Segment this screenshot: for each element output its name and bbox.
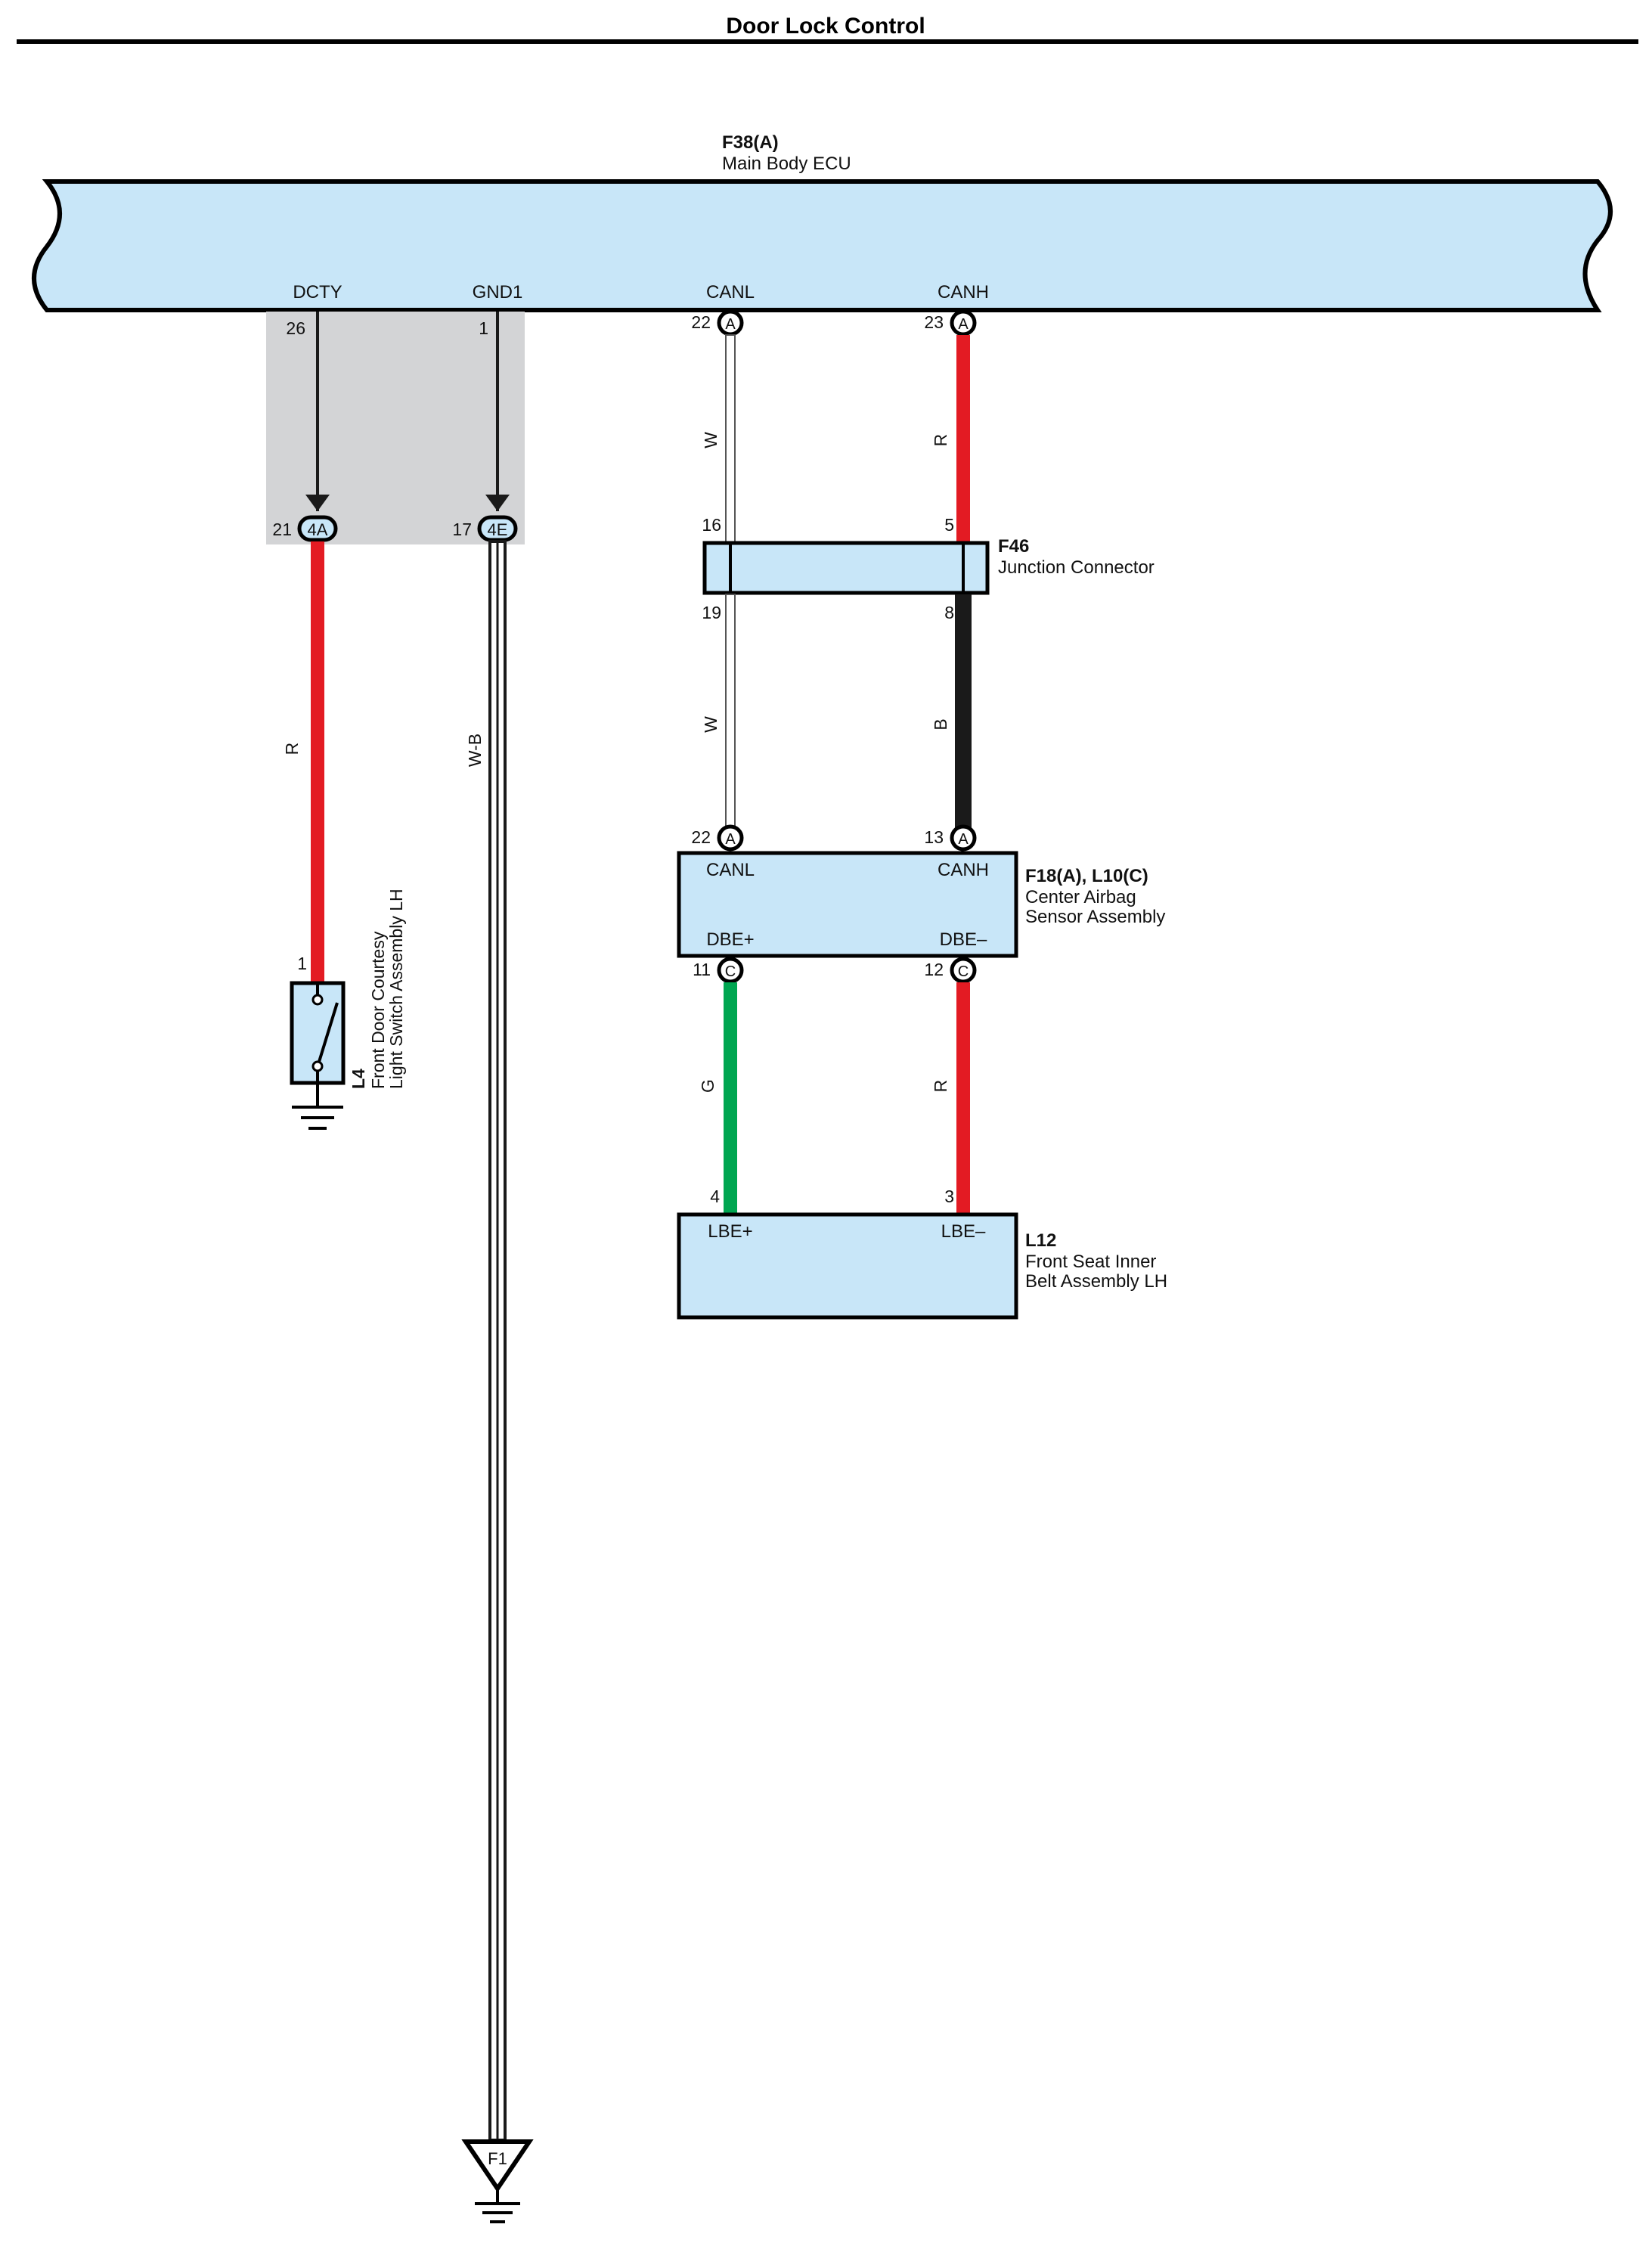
belt-name-line2: Belt Assembly LH bbox=[1025, 1271, 1167, 1292]
wire-dcty-red bbox=[311, 541, 324, 983]
airbag-label-dbe-plus: DBE+ bbox=[706, 929, 754, 950]
ecu-name: Main Body ECU bbox=[722, 154, 851, 174]
gnd1-pin-num: 1 bbox=[479, 318, 488, 338]
dcty-pin-num: 26 bbox=[286, 318, 305, 338]
junction-name: Junction Connector bbox=[998, 557, 1155, 578]
airbag-dbe-minus-conn: C bbox=[958, 963, 969, 980]
ground-point-label: F1 bbox=[488, 2149, 507, 2168]
diagram-title: Door Lock Control bbox=[726, 14, 925, 39]
airbag-dbe-minus-terminal: 12 C bbox=[924, 957, 977, 984]
airbag-canh-pin-num: 13 bbox=[924, 827, 944, 847]
airbag-canl-conn: A bbox=[725, 831, 736, 848]
canl-ecu-conn: A bbox=[725, 316, 736, 333]
center-airbag-sensor: CANL CANH DBE+ DBE– F18(A), L10(C) Cente… bbox=[677, 851, 1165, 958]
canh-ecu-conn: A bbox=[958, 316, 969, 333]
wire-gnd-color: W-B bbox=[465, 734, 485, 767]
wire-canh-upper bbox=[956, 335, 970, 542]
door-courtesy-switch: 1 L4 Front Door Courtesy Light Switch As… bbox=[290, 889, 406, 1130]
wire-dbe-plus-color: G bbox=[698, 1079, 718, 1093]
wire-canl-lower bbox=[725, 594, 736, 830]
junction-pin-19: 19 bbox=[702, 603, 721, 622]
airbag-label-canl: CANL bbox=[706, 860, 755, 880]
wire-gnd-wb bbox=[488, 540, 507, 2142]
gnd1-arrow-head bbox=[485, 495, 510, 511]
airbag-canl-pin-num: 22 bbox=[691, 827, 711, 847]
airbag-canh-conn: A bbox=[958, 831, 969, 848]
belt-pin-3: 3 bbox=[944, 1187, 954, 1206]
ecu-pin-dcty: DCTY bbox=[293, 282, 342, 302]
shield-area bbox=[266, 312, 525, 544]
inline-connector-4e: 4E 17 bbox=[452, 515, 518, 542]
inline-connector-4a: 4A 21 bbox=[272, 515, 338, 542]
wire-canh-upper-color: R bbox=[931, 434, 950, 447]
airbag-label-canh: CANH bbox=[938, 860, 989, 880]
airbag-dbe-minus-pin-num: 12 bbox=[924, 960, 944, 979]
ecu-pin-canh: CANH bbox=[938, 282, 989, 302]
wire-dbe-minus bbox=[956, 982, 970, 1215]
switch-code: L4 bbox=[349, 1069, 368, 1089]
dcty-arrow-head bbox=[305, 495, 330, 511]
ground-point-f1: F1 bbox=[461, 2139, 534, 2223]
connector-4a-pin: 21 bbox=[272, 520, 292, 539]
wire-canl-upper bbox=[725, 334, 736, 543]
wire-dcty-color: R bbox=[282, 743, 302, 755]
airbag-dbe-plus-terminal: 11 C bbox=[693, 957, 744, 984]
belt-label-lbe-minus: LBE– bbox=[941, 1221, 986, 1242]
ecu-canh-terminal: 23 A bbox=[924, 309, 977, 337]
belt-label-lbe-plus: LBE+ bbox=[708, 1221, 752, 1242]
junction-pin-16: 16 bbox=[702, 515, 721, 535]
ecu-body bbox=[32, 179, 1613, 312]
airbag-dbe-plus-pin-num: 11 bbox=[693, 960, 711, 979]
switch-name-line2: Light Switch Assembly LH bbox=[386, 889, 406, 1089]
belt-name-line1: Front Seat Inner bbox=[1025, 1252, 1156, 1272]
ecu-pin-gnd1: GND1 bbox=[473, 282, 523, 302]
seat-belt-assembly: 4 3 LBE+ LBE– L12 Front Seat Inner Belt … bbox=[677, 1187, 1167, 1320]
wire-dbe-minus-color: R bbox=[931, 1080, 950, 1093]
junction-code: F46 bbox=[998, 536, 1029, 557]
airbag-dbe-plus-conn: C bbox=[725, 963, 736, 980]
belt-pin-4: 4 bbox=[710, 1187, 720, 1206]
wire-canh-lower-color: B bbox=[931, 718, 950, 730]
switch-name-line1: Front Door Courtesy bbox=[368, 931, 388, 1089]
wire-canl-upper-color: W bbox=[701, 432, 721, 448]
wire-canl-lower-color: W bbox=[701, 716, 721, 733]
ecu-code: F38(A) bbox=[722, 132, 779, 153]
junction-pin-8: 8 bbox=[944, 603, 954, 622]
connector-4a-code: 4A bbox=[308, 520, 328, 539]
airbag-name-line1: Center Airbag bbox=[1025, 887, 1136, 907]
airbag-canh-terminal: 13 A bbox=[924, 824, 977, 852]
wire-canh-lower bbox=[955, 594, 972, 829]
connector-4e-pin: 17 bbox=[452, 520, 472, 539]
main-body-ecu: F38(A) Main Body ECU DCTY GND1 CANL CANH bbox=[32, 132, 1613, 312]
airbag-label-dbe-minus: DBE– bbox=[940, 929, 987, 950]
connector-4e-code: 4E bbox=[488, 520, 508, 539]
junction-pin-5: 5 bbox=[944, 515, 954, 535]
junction-connector: 16 5 F46 Junction Connector 19 8 bbox=[702, 515, 1154, 622]
canh-ecu-pin-num: 23 bbox=[924, 312, 944, 332]
wire-dbe-plus bbox=[724, 982, 737, 1215]
ecu-pin-canl: CANL bbox=[706, 282, 755, 302]
airbag-canl-terminal: 22 A bbox=[691, 824, 744, 852]
title-rule bbox=[17, 39, 1638, 44]
canl-ecu-pin-num: 22 bbox=[691, 312, 711, 332]
airbag-code: F18(A), L10(C) bbox=[1025, 866, 1148, 886]
belt-code: L12 bbox=[1025, 1230, 1056, 1251]
switch-pin-num: 1 bbox=[297, 954, 307, 973]
airbag-name-line2: Sensor Assembly bbox=[1025, 907, 1165, 927]
ecu-canl-terminal: 22 A bbox=[691, 309, 744, 337]
